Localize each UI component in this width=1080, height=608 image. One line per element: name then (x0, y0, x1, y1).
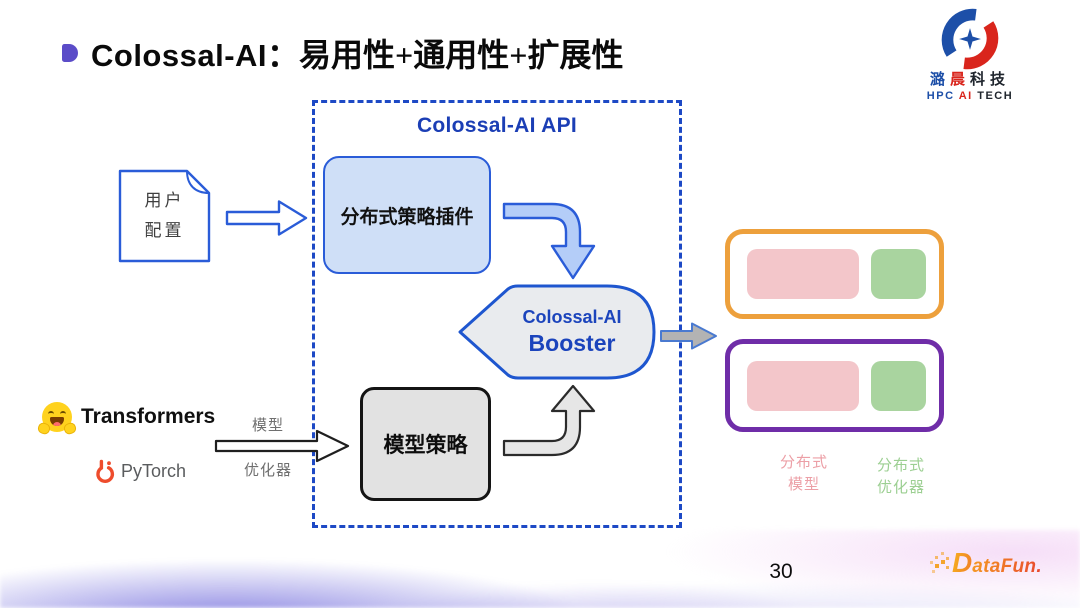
booster-line2: Booster (528, 330, 616, 356)
arrow-booster-to-results (659, 320, 719, 357)
model-strategy-label: 模型策略 (383, 433, 468, 457)
model-strategy-box: 模型策略 (360, 387, 491, 501)
result-box-purple (725, 339, 944, 432)
hpc-cn-blue: 潞 (929, 72, 950, 88)
arrow-plugin-to-booster (502, 202, 598, 287)
huggingface-icon (36, 402, 78, 436)
distributed-optimizer-chip (871, 249, 926, 299)
distributed-model-chip (747, 249, 859, 299)
booster-text: Colossal-AI Booster (457, 284, 657, 380)
hpc-ai-tech-logo: 潞晨科技 HPC AI TECH (905, 8, 1035, 102)
pytorch-row: PyTorch (94, 458, 186, 485)
pytorch-label: PyTorch (121, 461, 187, 481)
datafun-logo-text: ataFun. (972, 556, 1042, 577)
arrow-sources-to-model (214, 428, 351, 469)
footer-wave-decoration (0, 530, 1080, 608)
transformers-row: Transformers (36, 402, 216, 436)
page-title: Colossal-AI：易用性+通用性+扩展性 (91, 30, 624, 76)
title-bullet-icon (62, 44, 78, 62)
hpc-en-hpc: HPC (926, 90, 955, 102)
hpc-logo-en-text: HPC AI TECH (905, 91, 1035, 102)
page-number: 30 (769, 560, 793, 583)
document-icon (118, 169, 211, 263)
distributed-optimizer-label: 分布式 优化器 (876, 458, 925, 496)
hpc-en-tech: TECH (977, 90, 1014, 102)
distributed-model-label: 分布式 模型 (779, 455, 828, 493)
title-latin: Colossal-AI (91, 38, 268, 73)
plugin-label: 分布式策略插件 (340, 206, 474, 228)
booster-outline-icon (458, 284, 656, 380)
plugin-box: 分布式策略插件 (323, 156, 491, 274)
booster-line1: Colossal-AI (522, 307, 622, 327)
pytorch-icon (96, 459, 114, 483)
hpc-en-ai: AI (958, 90, 973, 102)
api-title: Colossal-AI API (416, 114, 578, 137)
result-box-orange (725, 229, 944, 319)
user-config-label: 用户 配置 (144, 191, 185, 240)
colossal-api-container: Colossal-AI API (312, 100, 682, 528)
arrow-model-to-booster (502, 383, 598, 462)
datafun-logo-d: D (952, 547, 973, 578)
hpc-cn-dark: 科技 (970, 72, 1011, 88)
hpc-logo-icon (941, 8, 999, 70)
model-input-label: 模型 (252, 418, 285, 434)
optimizer-input-label: 优化器 (244, 463, 293, 479)
title-cjk: ：易用性+通用性+扩展性 (267, 37, 624, 73)
user-config-doc: 用户 配置 (118, 169, 211, 263)
hpc-cn-red: 晨 (949, 72, 970, 88)
booster-shape: Colossal-AI Booster (457, 284, 657, 380)
arrow-user-config-to-plugin (225, 199, 309, 242)
datafun-mosaic-icon (930, 551, 951, 576)
transformers-label: Transformers (81, 405, 216, 428)
hpc-logo-cn-text: 潞晨科技 (905, 73, 1035, 88)
distributed-optimizer-chip (871, 361, 926, 411)
distributed-model-chip (747, 361, 859, 411)
title-row: Colossal-AI：易用性+通用性+扩展性 (62, 30, 624, 76)
